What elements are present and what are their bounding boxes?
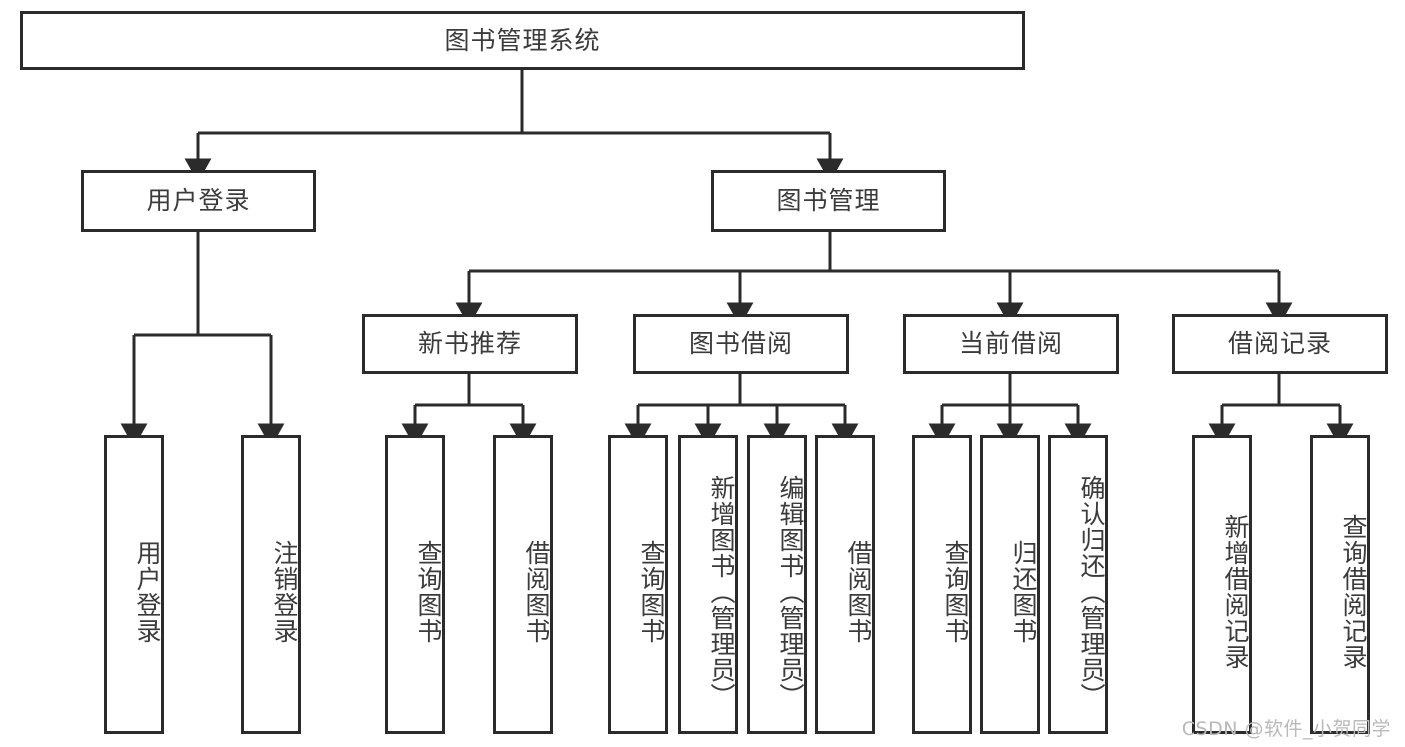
node-root-label: 图书管理系统 (444, 25, 601, 55)
node-leaf-borrow-book-2[interactable]: 借阅图书 (815, 435, 875, 734)
node-leaf-query-book-3[interactable]: 查询图书 (912, 435, 972, 734)
node-leaf-query-book-2-label: 查询图书 (637, 539, 666, 644)
node-leaf-edit-book[interactable]: 编辑图书（管理员） (747, 435, 807, 734)
node-leaf-add-record[interactable]: 新增借阅记录 (1192, 435, 1252, 734)
node-leaf-add-record-label: 新增借阅记录 (1221, 513, 1250, 670)
node-borrow-record[interactable]: 借阅记录 (1172, 314, 1388, 374)
node-user-login[interactable]: 用户登录 (81, 170, 316, 232)
node-root[interactable]: 图书管理系统 (20, 11, 1025, 70)
node-leaf-query-book-1-label: 查询图书 (414, 539, 443, 644)
node-leaf-add-book[interactable]: 新增图书（管理员） (678, 435, 738, 734)
node-user-login-label: 用户登录 (146, 186, 251, 216)
node-leaf-confirm-return[interactable]: 确认归还（管理员） (1048, 435, 1108, 734)
node-current-borrow-label: 当前借阅 (958, 329, 1063, 359)
node-leaf-query-book-1[interactable]: 查询图书 (385, 435, 445, 734)
node-leaf-query-record-label: 查询借阅记录 (1339, 513, 1368, 670)
node-book-borrow-label: 图书借阅 (688, 329, 793, 359)
node-borrow-record-label: 借阅记录 (1227, 329, 1332, 359)
node-leaf-return-book-label: 归还图书 (1009, 539, 1038, 644)
node-leaf-borrow-book-2-label: 借阅图书 (844, 539, 873, 644)
node-leaf-query-book-2[interactable]: 查询图书 (608, 435, 668, 734)
watermark: CSDN @软件_小贺同学 (1181, 718, 1391, 740)
node-leaf-user-logout-label: 注销登录 (270, 539, 299, 644)
node-new-book-rec-label: 新书推荐 (417, 329, 522, 359)
node-leaf-user-login-label: 用户登录 (133, 539, 162, 644)
node-leaf-edit-book-label: 编辑图书（管理员） (776, 474, 805, 709)
node-leaf-query-book-3-label: 查询图书 (941, 539, 970, 644)
node-leaf-return-book[interactable]: 归还图书 (980, 435, 1040, 734)
node-book-borrow[interactable]: 图书借阅 (633, 314, 849, 374)
node-leaf-user-logout[interactable]: 注销登录 (241, 435, 301, 734)
node-book-manage-label: 图书管理 (776, 186, 881, 216)
node-leaf-confirm-return-label: 确认归还（管理员） (1077, 474, 1106, 709)
node-leaf-borrow-book-1-label: 借阅图书 (522, 539, 551, 644)
node-leaf-user-login[interactable]: 用户登录 (104, 435, 164, 734)
node-current-borrow[interactable]: 当前借阅 (903, 314, 1119, 374)
node-leaf-query-record[interactable]: 查询借阅记录 (1310, 435, 1370, 734)
node-book-manage[interactable]: 图书管理 (711, 170, 946, 232)
node-leaf-borrow-book-1[interactable]: 借阅图书 (493, 435, 553, 734)
node-new-book-rec[interactable]: 新书推荐 (362, 314, 578, 374)
node-leaf-add-book-label: 新增图书（管理员） (707, 474, 736, 709)
